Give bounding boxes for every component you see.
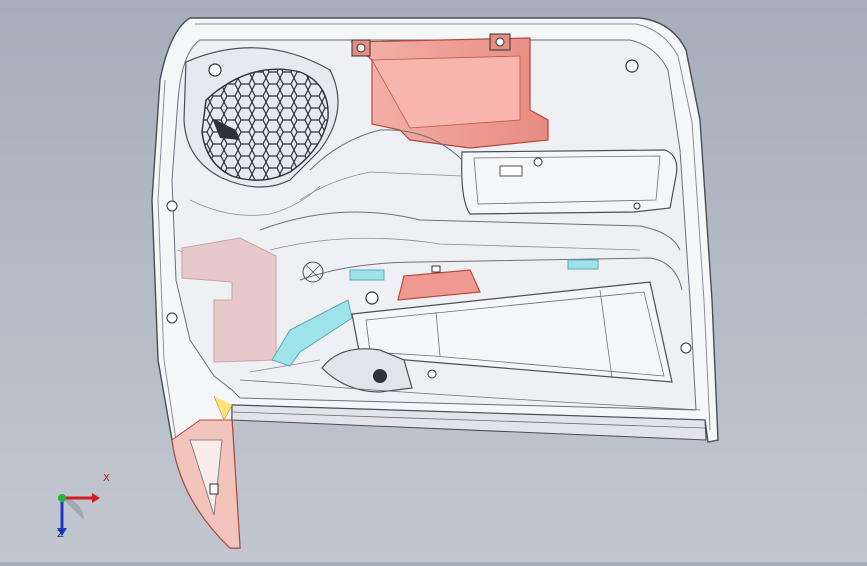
speaker-grille bbox=[201, 68, 329, 181]
door-handle-cavity bbox=[321, 348, 413, 393]
x-axis-label: X bbox=[103, 473, 110, 484]
coordinate-triad: X Z bbox=[44, 473, 124, 548]
z-axis-label: Z bbox=[57, 529, 64, 540]
pull-bracket-part bbox=[397, 269, 481, 301]
cyan-clip-right bbox=[567, 259, 599, 270]
pocket-insert-part bbox=[181, 237, 277, 363]
triad-axes bbox=[57, 493, 100, 536]
cyan-clip-left bbox=[271, 299, 353, 367]
cyan-clip-mid bbox=[349, 269, 385, 281]
upper-handle bbox=[461, 149, 678, 215]
